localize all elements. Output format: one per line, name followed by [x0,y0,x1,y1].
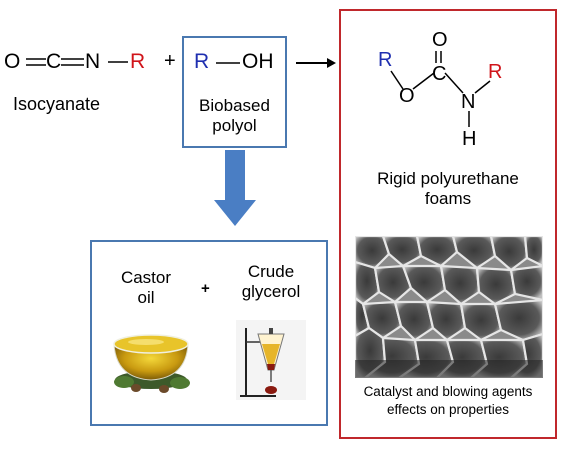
plus-sign: + [164,50,176,72]
isocyanate-c: C [46,50,62,73]
isocyanate-label: Isocyanate [13,94,101,114]
urethane-h: H [462,128,477,150]
urethane-o2: O [432,29,448,51]
polyol-formula: R OH [194,50,284,78]
product-caption-1: Catalyst and blowing agents [363,384,533,399]
polyol-r: R [194,50,210,73]
product-label-1: Rigid polyurethane [377,169,519,188]
crude-glycerol-image [236,320,306,400]
castor-label-2: oil [137,288,155,307]
polyol-label-1: Biobased [199,96,270,115]
product-caption-2: effects on properties [386,402,510,417]
polyol-oh: OH [242,50,274,73]
polyol-bond [216,62,240,64]
down-arrow [214,150,256,226]
isocyanate-formula: O C N R [4,48,154,78]
foam-cells [355,236,543,378]
urethane-r2: R [488,61,503,83]
isocyanate-r: R [130,50,146,73]
castor-oil-image [113,334,190,393]
polyol-label-2: polyol [212,116,257,135]
urethane-structure: R O O C N R H [341,11,555,161]
urethane-n: N [461,91,476,113]
urethane-c: C [432,63,447,85]
isocyanate-o: O [4,50,21,73]
castor-label-1: Castor [120,268,172,287]
sources-plus: + [201,280,210,297]
isocyanate-bonds [26,58,128,66]
reaction-arrow [296,58,336,68]
sources-box: Castor oil + Crude glycerol [90,240,328,426]
urethane-o1: O [399,85,415,107]
glycerol-label-1: Crude [247,262,295,281]
foam-micrograph [355,236,543,378]
urethane-bonds [390,51,491,127]
urethane-r1: R [378,49,393,71]
isocyanate-n: N [85,50,101,73]
polyol-box: R OH Biobased polyol [182,36,287,148]
product-box: R O O C N R H Rigid polyurethane foams [339,9,557,439]
product-label-2: foams [424,189,472,208]
glycerol-label-2: glycerol [241,282,301,301]
